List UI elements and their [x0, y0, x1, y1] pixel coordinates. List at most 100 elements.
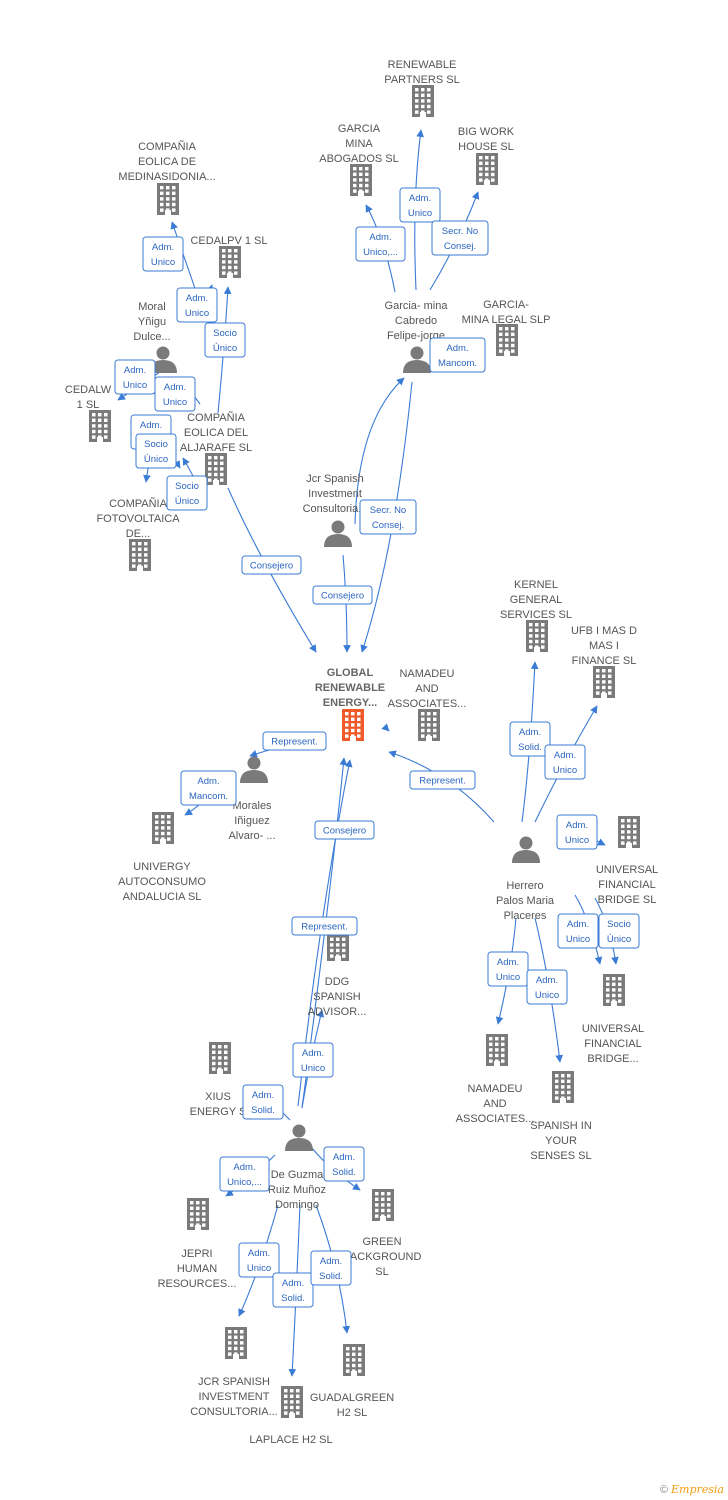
xius-building-icon[interactable]: [209, 1042, 231, 1074]
svg-text:Adm.: Adm.: [567, 919, 589, 930]
renewable-partners-building-icon[interactable]: [412, 85, 434, 117]
jepri-building-icon[interactable]: [187, 1198, 209, 1230]
universal-financial-bridge-sl-building-icon[interactable]: [618, 816, 640, 848]
namadeu-top-building-icon[interactable]: [418, 709, 440, 741]
adm-unico-ufb2-edge-label[interactable]: Adm.Unico: [557, 913, 599, 949]
adm-unico-ufb-edge-label[interactable]: Adm.Unico: [544, 744, 586, 780]
herrero-person-icon[interactable]: [512, 836, 540, 864]
adm-unico-cedalw-edge-label[interactable]: Adm.Unico: [114, 359, 156, 395]
adm-unico-spanish-senses-edge-label[interactable]: Adm.Unico: [526, 969, 568, 1005]
adm-mancom-univergy-edge-label[interactable]: Adm.Mancom.: [180, 770, 237, 806]
garcia-mina-legal-building-icon[interactable]: [496, 324, 518, 356]
green-background-building-icon[interactable]: [372, 1189, 394, 1221]
big-work-house-building-icon[interactable]: [476, 153, 498, 185]
svg-text:Socio: Socio: [175, 481, 199, 492]
laplace-building-icon[interactable]: [281, 1386, 303, 1418]
laplace-label[interactable]: LAPLACE H2 SL: [249, 1434, 332, 1446]
svg-text:Adm.: Adm.: [519, 727, 541, 738]
kernel-general-building-icon[interactable]: [526, 620, 548, 652]
compania-eolica-aljarafe-building-icon[interactable]: [205, 453, 227, 485]
adm-unico-jepri-edge-label[interactable]: Adm.Unico,...: [219, 1156, 270, 1192]
univergy-building-icon[interactable]: [152, 812, 174, 844]
garcia-mina-legal-label[interactable]: GARCIA-MINA LEGAL SLP: [462, 299, 551, 326]
represent-top-edge-label[interactable]: Represent.: [262, 731, 327, 751]
spanish-in-your-senses-building-icon[interactable]: [552, 1071, 574, 1103]
morales-iniguez-person-icon[interactable]: [240, 756, 268, 784]
consejero-jcr-edge-label[interactable]: Consejero: [312, 585, 373, 605]
cedalw1-building-icon[interactable]: [89, 410, 111, 442]
adm-solid-green-edge-label[interactable]: Adm.Solid.: [323, 1146, 365, 1182]
adm-unico-garcia-abogados-edge-label[interactable]: Adm.Unico,...: [355, 226, 406, 262]
svg-text:Único: Único: [144, 454, 168, 465]
adm-solid-xius-edge-label[interactable]: Adm.Solid.: [242, 1084, 284, 1120]
adm-unico-cedalpv-edge-label[interactable]: Adm.Unico: [176, 287, 218, 323]
garcia-mina-abogados-building-icon[interactable]: [350, 164, 372, 196]
ufb-mas-d-building-icon[interactable]: [593, 666, 615, 698]
compania-fotovoltaica-building-icon[interactable]: [129, 539, 151, 571]
consejero-ddg-edge-label[interactable]: Consejero: [314, 820, 375, 840]
adm-unico-medina-edge-label[interactable]: Adm.Unico: [142, 236, 184, 272]
represent-herrero-edge-label[interactable]: Represent.: [409, 770, 476, 790]
consejero-aljarafe-edge-label[interactable]: Consejero: [241, 555, 302, 575]
jcr-spanish-company-building-icon[interactable]: [225, 1327, 247, 1359]
compania-eolica-medina-building-icon[interactable]: [157, 183, 179, 215]
adm-solid-laplace-edge-label[interactable]: Adm.Solid.: [272, 1272, 314, 1308]
adm-unico-universal-edge-label[interactable]: Adm.Unico: [556, 814, 598, 850]
adm-unico-renewable-edge-label[interactable]: Adm.Unico: [399, 187, 441, 223]
jcr-spanish-person-person-icon[interactable]: [324, 520, 352, 548]
adm-unico-namadeu-b-edge-label[interactable]: Adm.Unico: [487, 951, 529, 987]
de-guzman-person-icon[interactable]: [285, 1124, 313, 1152]
adm-unico-ddg-edge-label[interactable]: Adm.Unico: [292, 1042, 334, 1078]
cedalpv1-building-icon[interactable]: [219, 246, 241, 278]
ddg-building-icon[interactable]: [327, 929, 349, 961]
adm-solid-guadal-edge-label[interactable]: Adm.Solid.: [310, 1250, 352, 1286]
adm-mancom-garcia-edge-label[interactable]: Adm.Mancom.: [429, 337, 486, 373]
namadeu-bottom-building-icon[interactable]: [486, 1034, 508, 1066]
universal-financial-bridge-2-building-icon[interactable]: [603, 974, 625, 1006]
guadalgreen-building-icon[interactable]: [343, 1344, 365, 1376]
garcia-mina-cabredo-person-icon[interactable]: [403, 346, 431, 374]
adm-unico-jcr-co-edge-label[interactable]: Adm.Unico: [238, 1242, 280, 1278]
represent-ddg-edge-label[interactable]: Represent.: [291, 916, 358, 936]
svg-text:Represent.: Represent.: [271, 737, 317, 748]
adm-solid-kernel-edge-label[interactable]: Adm.Solid.: [509, 721, 551, 757]
adm-unico-aljarafe-edge-label[interactable]: Adm.Unico: [154, 376, 196, 412]
cedalpv1-label[interactable]: CEDALPV 1 SL: [190, 235, 267, 247]
morales-yniguez-person-icon[interactable]: [149, 346, 177, 374]
global-building-icon[interactable]: [342, 709, 364, 741]
